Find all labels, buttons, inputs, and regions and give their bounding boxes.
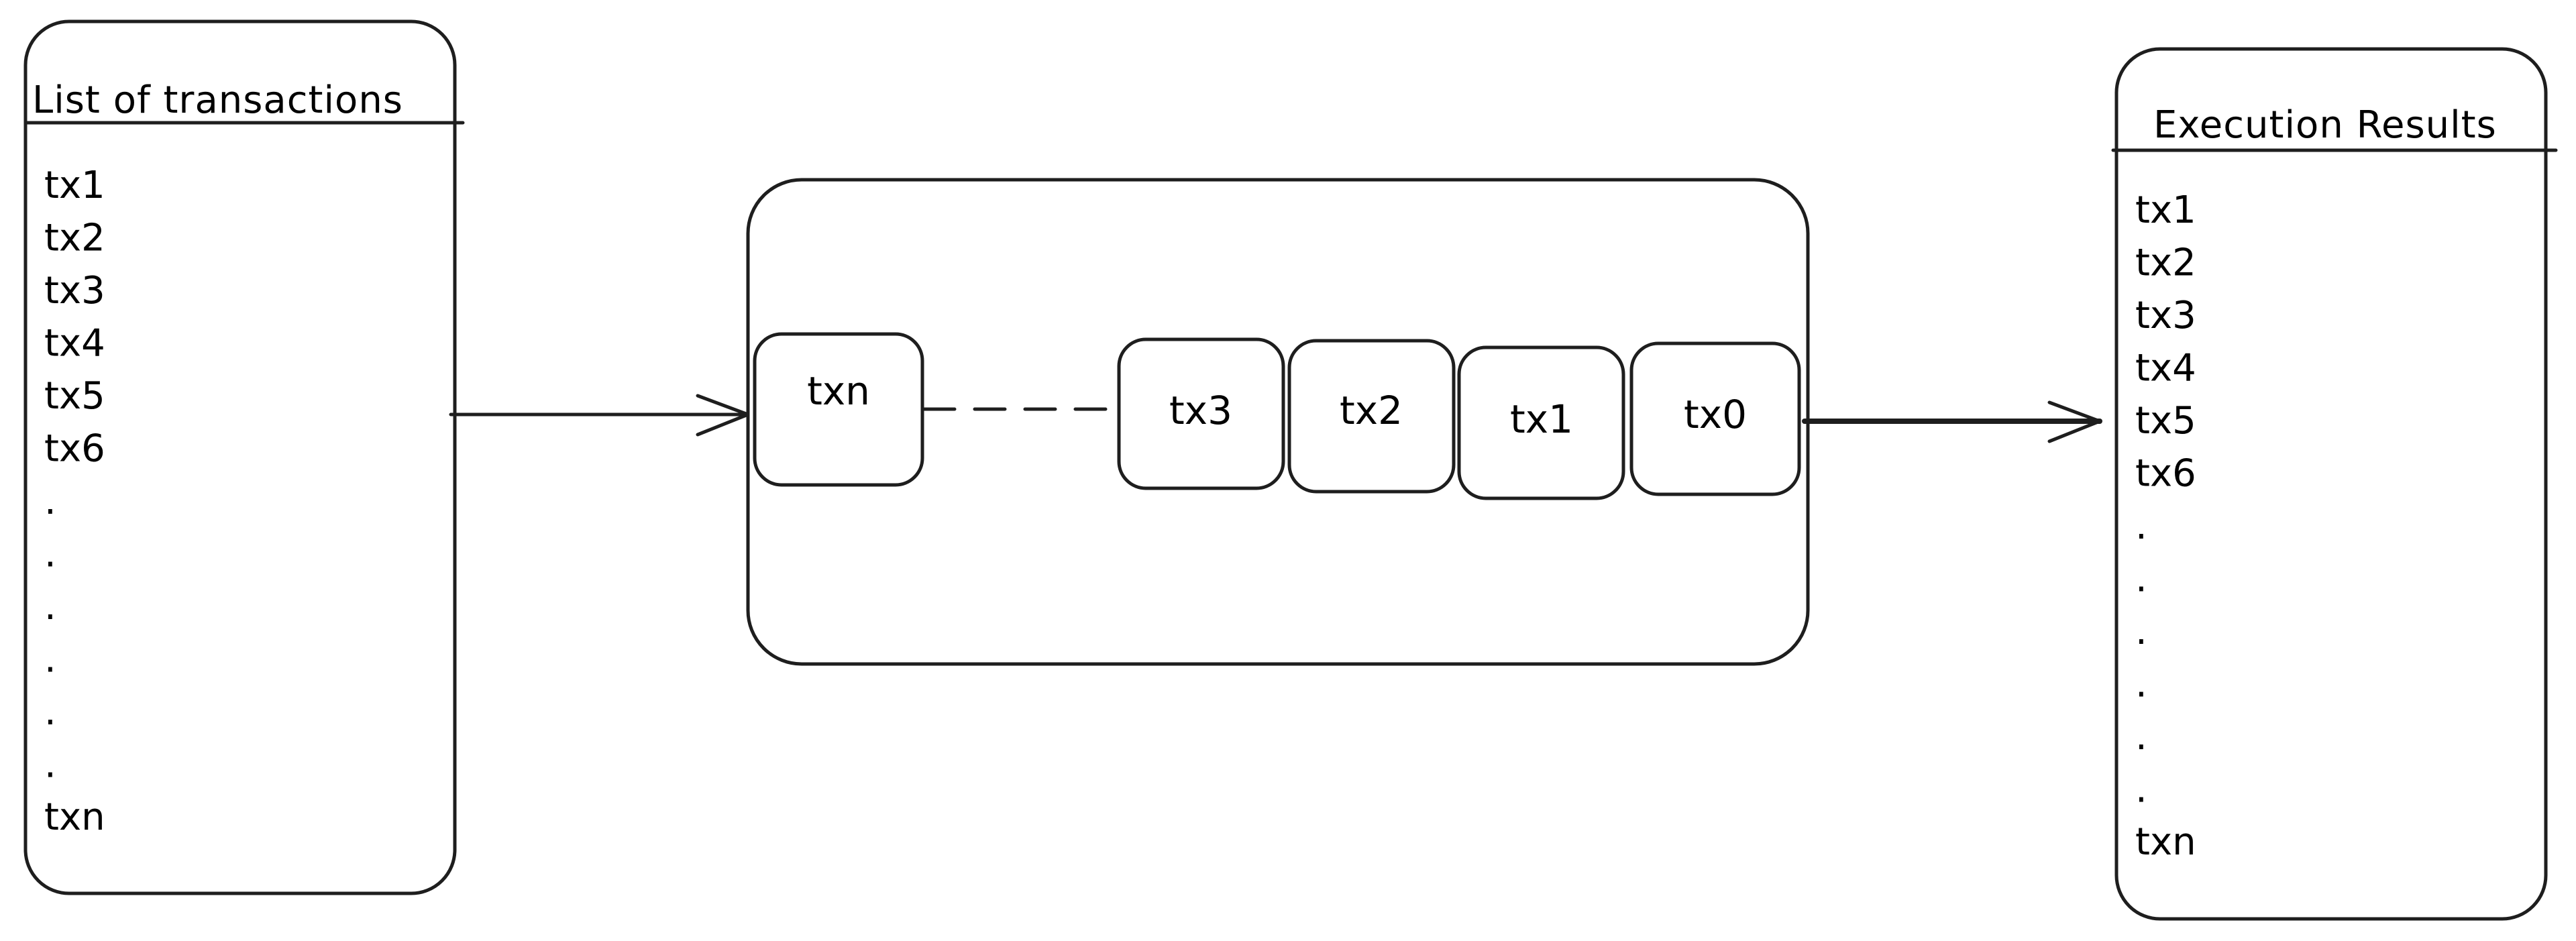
queue-item-head-label: txn	[807, 368, 870, 414]
transactions-list-panel: List of transactions tx1 tx2 tx3 tx4 tx5 tx6.…	[23, 19, 465, 895]
execution-results-item: tx4	[2135, 347, 2196, 390]
transactions-list-item: .	[44, 533, 56, 576]
execution-results-item: txn	[2135, 820, 2196, 864]
execution-results-item: .	[2135, 557, 2147, 601]
transactions-list-item: .	[44, 690, 56, 734]
output-arrow	[1802, 400, 2102, 443]
queue-container	[746, 178, 1810, 666]
execution-results-item: .	[2135, 715, 2147, 759]
transactions-list-item: tx5	[44, 374, 105, 418]
queue-item-tx0: tx0	[1629, 341, 1801, 496]
queue-item-tx2: tx2	[1287, 339, 1456, 494]
queue-item-head: txn	[753, 332, 924, 487]
queue-item-tx0-label: tx0	[1684, 392, 1747, 437]
execution-results-item: tx3	[2135, 294, 2196, 337]
execution-results-title: Execution Results	[2153, 103, 2497, 147]
transactions-list-item: .	[44, 638, 56, 681]
execution-results-box	[2114, 47, 2548, 921]
execution-results-panel: Execution Results tx1 tx2 tx3 tx4 tx5 tx6....…	[2111, 47, 2558, 921]
transactions-list-item: tx1	[44, 164, 105, 207]
execution-results-item: tx2	[2135, 241, 2196, 285]
transactions-list-item: tx2	[44, 217, 105, 260]
queue-item-tx3: tx3	[1117, 337, 1285, 490]
execution-results-item: tx1	[2135, 188, 2196, 232]
queue-item-tx1-label: tx1	[1510, 396, 1573, 442]
queue-item-tx2-label: tx2	[1340, 388, 1403, 433]
transactions-list-item: .	[44, 743, 56, 787]
transactions-list-item: tx6	[44, 427, 105, 471]
transactions-list-item: .	[44, 480, 56, 523]
execution-results-items: tx1 tx2 tx3 tx4 tx5 tx6...... txn	[2135, 188, 2196, 864]
execution-results-item: tx6	[2135, 452, 2196, 496]
execution-results-item: .	[2135, 768, 2147, 812]
execution-results-item: .	[2135, 663, 2147, 706]
transactions-list-item: .	[44, 585, 56, 628]
transactions-list-item: tx3	[44, 269, 105, 313]
input-arrow	[449, 394, 750, 437]
queue-item-tx1: tx1	[1457, 345, 1625, 500]
execution-results-item: .	[2135, 504, 2147, 548]
queue-item-tx3-label: tx3	[1169, 388, 1232, 433]
transactions-list-item: tx4	[44, 322, 105, 366]
transactions-list-box	[23, 19, 457, 895]
transactions-list-item: txn	[44, 795, 105, 839]
execution-results-item: tx5	[2135, 399, 2196, 443]
processing-queue: txn tx3 tx2 tx1 tx0	[746, 178, 1810, 666]
transactions-list-title: List of transactions	[32, 78, 403, 122]
transactions-list-items: tx1 tx2 tx3 tx4 tx5 tx6...... txn	[44, 164, 105, 839]
execution-results-item: .	[2135, 610, 2147, 653]
